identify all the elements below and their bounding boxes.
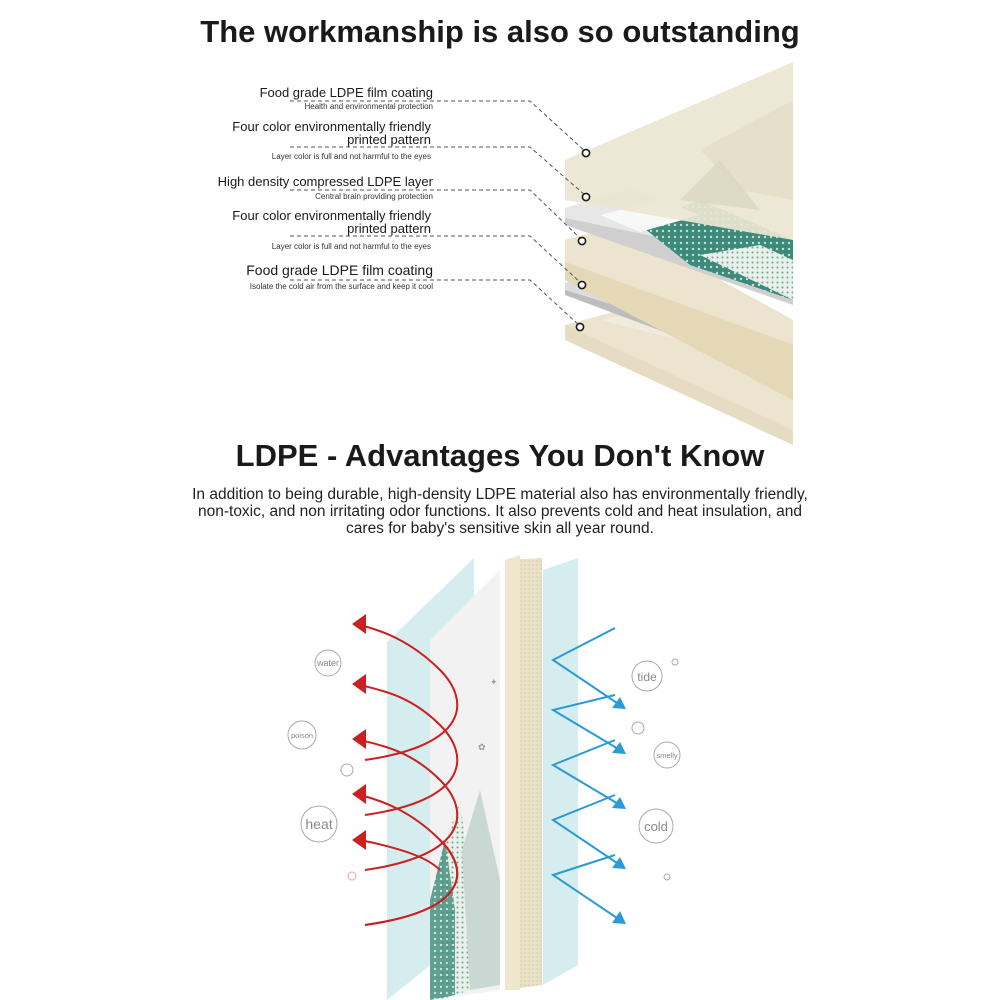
cold-arrows — [550, 627, 621, 921]
layer4-name-line2: printed pattern — [347, 221, 431, 236]
layer5-note: Isolate the cold air from the surface an… — [249, 282, 433, 291]
bubble-water: water — [316, 658, 339, 668]
bubbles-right: tide smelly cold — [631, 658, 681, 881]
cold-arrowheads — [612, 697, 626, 924]
layer2-name-line2: printed pattern — [347, 132, 431, 147]
layer4-name-line1: Four color environmentally friendly — [232, 208, 431, 223]
bubble-heat: heat — [305, 816, 332, 832]
advantages-paragraph: In addition to being durable, high-densi… — [170, 486, 830, 537]
layer3-name: High density compressed LDPE layer — [217, 174, 433, 189]
layer-middle-ldpe — [565, 225, 793, 400]
bubble-cold: cold — [644, 819, 668, 834]
layer1-note: Health and environmental protection — [304, 102, 433, 111]
layer2-name-line1: Four color environmentally friendly — [232, 119, 431, 134]
layer-top-coating — [565, 62, 793, 240]
layer5-name: Food grade LDPE film coating — [246, 262, 433, 278]
layer3-note: Central brain providing protection — [315, 192, 433, 201]
heat-arrowheads — [352, 614, 366, 850]
bubbles-left: water poison heat — [287, 649, 357, 881]
layer-bottom-coating — [565, 305, 793, 445]
paragraph-line-3: cares for baby's sensitive skin all year… — [346, 520, 654, 537]
svg-text:✿: ✿ — [478, 742, 486, 752]
bubble-poison: poison — [291, 731, 313, 740]
layer2-note: Layer color is full and not harmful to t… — [271, 152, 431, 161]
foam-core — [505, 555, 542, 990]
layer4-note: Layer color is full and not harmful to t… — [271, 242, 431, 251]
paragraph-line-1: In addition to being durable, high-densi… — [192, 486, 808, 503]
printed-panel: ✦ ✿ — [430, 570, 500, 1000]
section-title-advantages: LDPE - Advantages You Don't Know — [235, 438, 765, 473]
section-title-workmanship: The workmanship is also so outstanding — [200, 14, 800, 49]
callout-lines — [290, 100, 587, 327]
paragraph-line-2: non-toxic, and non irritating odor funct… — [197, 503, 802, 520]
layer1-name: Food grade LDPE film coating — [259, 85, 433, 100]
glass-panel-front — [543, 558, 578, 985]
svg-text:✦: ✦ — [490, 677, 498, 687]
callout-markers — [575, 148, 591, 332]
bubble-tide: tide — [637, 670, 657, 684]
bubble-smelly: smelly — [656, 751, 678, 760]
